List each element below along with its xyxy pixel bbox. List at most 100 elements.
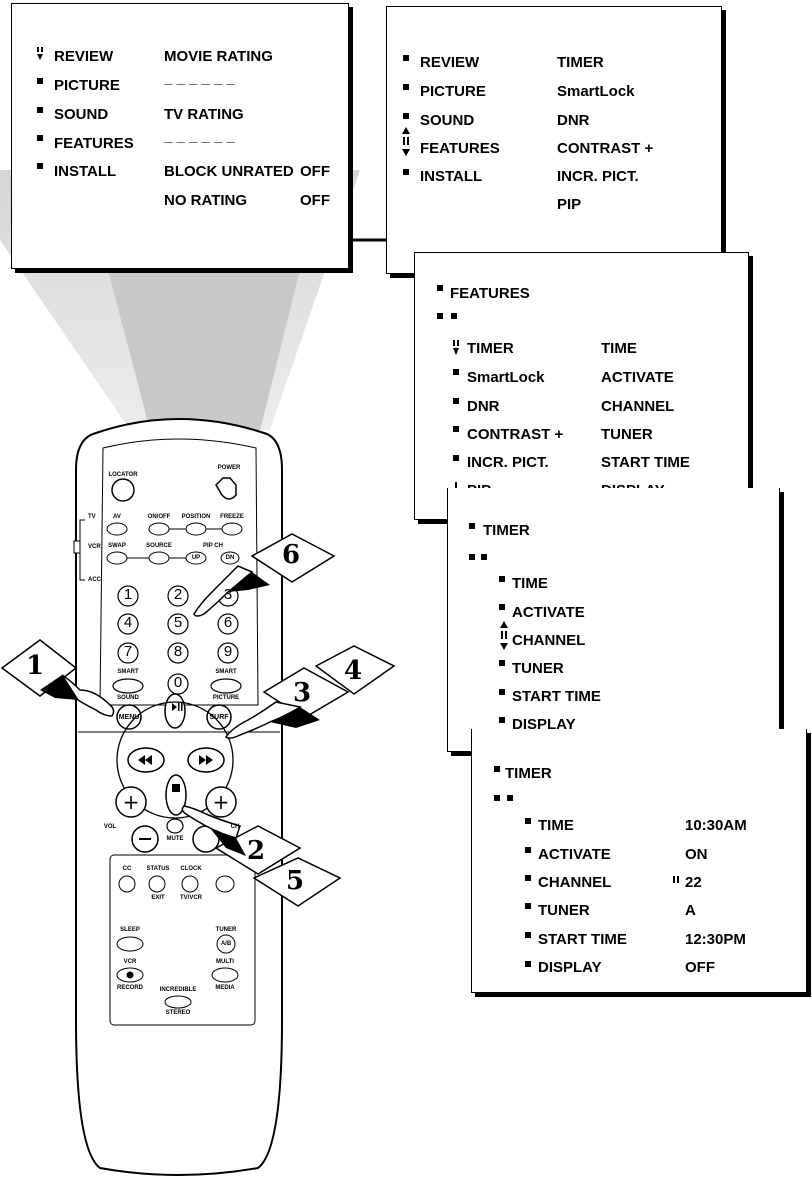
setting-value: OFF bbox=[300, 163, 330, 180]
submenu-item[interactable]: INCR. PICT. bbox=[557, 168, 639, 185]
multi-label: MULTI bbox=[216, 959, 234, 965]
menu-button[interactable]: MENU bbox=[118, 714, 140, 721]
menu-item[interactable]: PICTURE bbox=[54, 77, 120, 94]
pipch-label: PIP CH bbox=[203, 543, 223, 549]
submenu-item[interactable]: BLOCK UNRATED bbox=[164, 163, 294, 180]
menu-item[interactable]: INSTALL bbox=[54, 163, 117, 180]
cursor-icon bbox=[673, 876, 679, 883]
incredible-label: INCREDIBLE bbox=[159, 987, 197, 993]
menu-item[interactable]: START TIME bbox=[512, 688, 601, 705]
bullet-icon bbox=[494, 766, 500, 772]
menu-item[interactable]: REVIEW bbox=[54, 48, 114, 65]
menu-item[interactable]: DISPLAY bbox=[512, 716, 576, 733]
menu-item[interactable]: REVIEW bbox=[420, 54, 480, 71]
digit-3-button[interactable]: 3 bbox=[223, 586, 233, 603]
bullet-icon bbox=[507, 795, 513, 801]
smart-picture-label: SMART bbox=[215, 669, 237, 675]
up-down-arrow-icon bbox=[402, 127, 410, 156]
smart-sound-label: SMART bbox=[117, 669, 139, 675]
digit-2-button[interactable]: 2 bbox=[173, 586, 183, 603]
menu-item[interactable]: CHANNEL bbox=[538, 874, 612, 891]
screen-title: FEATURES bbox=[450, 285, 530, 302]
digit-1-button[interactable]: 1 bbox=[123, 586, 133, 603]
menu-item[interactable]: INSTALL bbox=[420, 168, 483, 185]
submenu-item[interactable]: ACTIVATE bbox=[601, 369, 674, 386]
setting-value: ON bbox=[685, 846, 708, 863]
pip-up-button[interactable]: UP bbox=[191, 555, 201, 561]
digit-9-button[interactable]: 9 bbox=[223, 643, 233, 660]
menu-item[interactable]: DNR bbox=[467, 398, 500, 415]
surf-button[interactable]: SURF bbox=[209, 714, 229, 721]
digit-5-button[interactable]: 5 bbox=[173, 614, 183, 631]
menu-item[interactable]: CHANNEL bbox=[512, 632, 586, 649]
digit-7-button[interactable]: 7 bbox=[123, 643, 133, 660]
digit-6-button[interactable]: 6 bbox=[223, 614, 233, 631]
record-label: RECORD bbox=[116, 985, 143, 991]
tv-label: TV bbox=[88, 514, 96, 520]
menu-item[interactable]: TIME bbox=[512, 575, 548, 592]
submenu-item[interactable]: PIP bbox=[557, 196, 582, 213]
menu-item[interactable]: FEATURES bbox=[420, 140, 500, 157]
power-label: POWER bbox=[217, 465, 241, 471]
menu-item[interactable]: ACTIVATE bbox=[538, 846, 611, 863]
menu-item[interactable]: ACTIVATE bbox=[512, 604, 585, 621]
submenu-item[interactable]: TIMER bbox=[557, 54, 604, 71]
digit-0-button[interactable]: 0 bbox=[173, 674, 183, 691]
bullet-icon bbox=[453, 455, 459, 461]
bullet-icon bbox=[453, 369, 459, 375]
cc-label: CC bbox=[122, 866, 132, 872]
menu-screen-timer-values: TIMER TIME ACTIVATE CHANNEL TUNER START … bbox=[471, 729, 807, 993]
submenu-item[interactable]: NO RATING bbox=[164, 192, 248, 209]
submenu-item[interactable]: DNR bbox=[557, 112, 590, 129]
bullet-icon bbox=[481, 554, 487, 560]
menu-item[interactable]: SmartLock bbox=[467, 369, 545, 386]
bullet-icon bbox=[437, 313, 443, 319]
step-marker-6: 6 bbox=[282, 540, 301, 570]
screen-title: TIMER bbox=[483, 522, 530, 539]
menu-item[interactable]: DISPLAY bbox=[538, 959, 602, 976]
clock-label: CLOCK bbox=[180, 866, 202, 872]
step-marker-2: 2 bbox=[247, 836, 266, 866]
submenu-item[interactable]: START TIME bbox=[601, 454, 690, 471]
bullet-icon bbox=[499, 717, 505, 723]
setting-value: OFF bbox=[685, 959, 715, 976]
submenu-item[interactable]: SmartLock bbox=[557, 83, 635, 100]
submenu-item[interactable]: TV RATING bbox=[164, 106, 244, 123]
menu-item[interactable]: INCR. PICT. bbox=[467, 454, 549, 471]
digit-4-button[interactable]: 4 bbox=[123, 614, 133, 631]
submenu-item[interactable]: TUNER bbox=[601, 426, 653, 443]
menu-item[interactable]: PICTURE bbox=[420, 83, 486, 100]
menu-item[interactable]: SOUND bbox=[420, 112, 475, 129]
setting-value[interactable]: 22 bbox=[685, 874, 702, 891]
menu-item[interactable]: CONTRAST + bbox=[467, 426, 564, 443]
up-down-arrow-icon bbox=[500, 621, 508, 650]
bullet-icon bbox=[403, 55, 409, 61]
menu-item[interactable]: TUNER bbox=[538, 902, 590, 919]
bullet-icon bbox=[494, 795, 500, 801]
ab-button[interactable]: A/B bbox=[220, 941, 232, 947]
cursor-down-arrow-icon bbox=[453, 340, 459, 355]
menu-item[interactable]: START TIME bbox=[538, 931, 627, 948]
vcr-record-label: VCR bbox=[123, 959, 137, 965]
submenu-item[interactable]: CONTRAST + bbox=[557, 140, 654, 157]
menu-item[interactable]: SOUND bbox=[54, 106, 109, 123]
submenu-item[interactable]: CHANNEL bbox=[601, 398, 675, 415]
submenu-item[interactable]: TIME bbox=[601, 340, 637, 357]
media-label: MEDIA bbox=[215, 985, 235, 991]
bullet-icon bbox=[37, 107, 43, 113]
pip-down-button[interactable]: DN bbox=[225, 555, 235, 561]
menu-item[interactable]: TUNER bbox=[512, 660, 564, 677]
menu-item[interactable]: FEATURES bbox=[54, 135, 134, 152]
bullet-icon bbox=[499, 604, 505, 610]
onoff-label: ON/OFF bbox=[147, 514, 171, 520]
digit-8-button[interactable]: 8 bbox=[173, 643, 183, 660]
bullet-icon bbox=[525, 932, 531, 938]
position-label: POSITION bbox=[181, 514, 211, 520]
menu-item[interactable]: TIMER bbox=[467, 340, 514, 357]
bullet-icon bbox=[525, 961, 531, 967]
step-marker-1: 1 bbox=[26, 651, 45, 681]
tuner-label: TUNER bbox=[215, 927, 237, 933]
bullet-icon bbox=[403, 113, 409, 119]
menu-item[interactable]: TIME bbox=[538, 817, 574, 834]
submenu-item[interactable]: MOVIE RATING bbox=[164, 48, 273, 65]
